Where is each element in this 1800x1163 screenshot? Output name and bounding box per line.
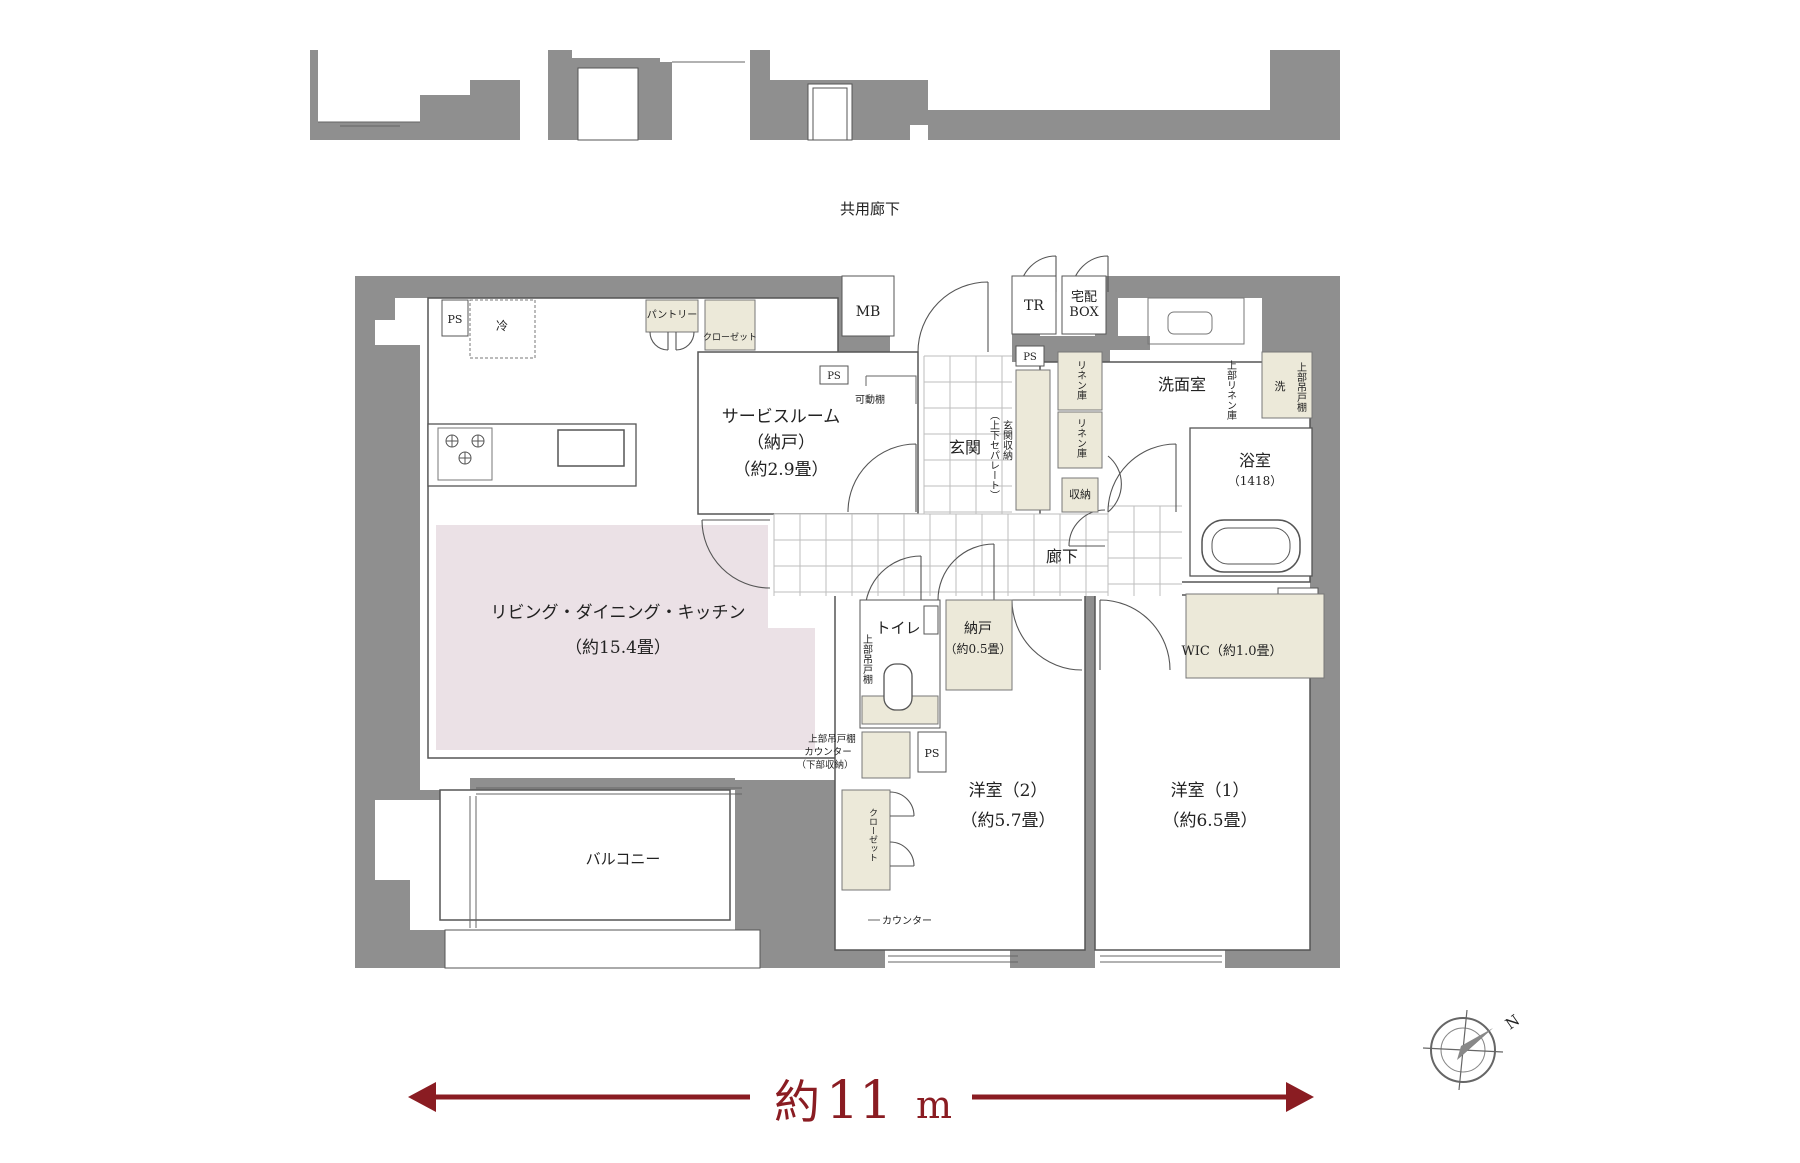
fridge-label: 冷	[496, 319, 508, 333]
delivery-box	[1061, 275, 1107, 335]
pantry-box	[645, 299, 699, 333]
linen-2	[1057, 411, 1103, 469]
linen-1	[1057, 351, 1103, 411]
corridor-label: 共用廊下	[840, 200, 900, 218]
vanity	[1147, 297, 1245, 345]
toilet-shelf-label: 上部吊戸棚	[861, 634, 873, 685]
bathtub-inner	[1211, 527, 1291, 565]
counter-storage	[861, 731, 911, 779]
closet-label-bedroom2: クローゼット	[867, 808, 878, 862]
upper-linen-label: 上部リネン庫	[1225, 360, 1237, 421]
movable-shelf-label: 可動棚	[855, 393, 885, 406]
delivery-label-2: BOX	[1069, 305, 1099, 320]
ps-label-service: PS	[827, 371, 841, 382]
washer-space	[1261, 351, 1313, 419]
tr-label: TR	[1024, 298, 1044, 314]
bedroom2-name: 洋室（2）	[969, 781, 1048, 801]
small-storage-name: 納戸	[964, 621, 992, 637]
storage-label: 収納	[1069, 488, 1091, 501]
ps-label-kitchen: PS	[448, 313, 463, 326]
separate-label: （上下セパレート）	[988, 410, 1000, 500]
bedroom1-size: （約6.5畳）	[1162, 811, 1257, 831]
stove-icon	[445, 434, 485, 465]
dimension-value: 11	[826, 1071, 892, 1131]
hallway-label: 廊下	[1046, 547, 1078, 566]
bedroom2-size: （約5.7畳）	[960, 811, 1055, 831]
small-storage	[945, 599, 1013, 691]
compass-north-label: N	[1502, 1011, 1523, 1033]
dimension-prefix: 約	[774, 1075, 820, 1129]
toilet-icon	[883, 663, 913, 711]
entrance-storage	[1015, 369, 1051, 511]
ldk-size: （約15.4畳）	[565, 638, 671, 658]
service-room-name: サービスルーム	[722, 407, 841, 427]
small-storage-size: （約0.5畳）	[944, 641, 1011, 656]
ps-label-entry: PS	[1023, 352, 1037, 363]
ps-box-counter	[917, 731, 947, 773]
pantry-label: パントリー	[647, 309, 698, 321]
toilet-sink	[923, 605, 939, 635]
bathroom-name: 浴室	[1239, 451, 1271, 470]
delivery-label-1: 宅配	[1071, 290, 1097, 305]
ldk-name: リビング・ダイニング・キッチン	[491, 603, 746, 623]
toilet-label: トイレ	[875, 619, 920, 637]
service-room-size: （約2.9畳）	[733, 460, 828, 480]
counter-label-1: 上部吊戸棚	[808, 733, 856, 745]
hallway-tiles	[773, 355, 1182, 596]
window-sashes	[469, 787, 1222, 963]
ldk-highlight	[436, 525, 815, 750]
upper-building-outline	[310, 50, 1340, 141]
door-swings	[701, 255, 1177, 671]
kitchen-counter	[427, 423, 637, 487]
entrance-label: 玄関	[949, 438, 981, 457]
mb-label: MB	[856, 304, 881, 320]
counter-bottom-label: カウンター	[882, 915, 932, 927]
linen-1-label: リネン庫	[1075, 360, 1087, 401]
bathtub-icon	[1201, 519, 1301, 573]
fridge-space	[469, 299, 536, 359]
bedroom1-name: 洋室（1）	[1171, 781, 1250, 801]
counter-label-3: （下部収納）	[796, 759, 853, 771]
closet-box-service	[704, 299, 756, 351]
wash-label: 洗	[1275, 380, 1286, 393]
dimension-unit: m	[916, 1083, 952, 1127]
ps-box-entry	[1015, 345, 1045, 367]
entrance-storage-label: 玄関収納	[1001, 419, 1013, 461]
ps-box-kitchen	[441, 299, 469, 337]
sink-icon	[1167, 311, 1213, 335]
mb-box	[841, 275, 895, 337]
balcony-label: バルコニー	[586, 850, 661, 868]
linen-2-label: リネン庫	[1075, 418, 1087, 459]
closet-box-bedroom2	[841, 789, 891, 891]
service-room-sub: （納戸）	[747, 433, 815, 453]
storage-box	[1061, 477, 1099, 513]
tr-box	[1011, 275, 1057, 335]
ps-label-counter: PS	[925, 747, 940, 760]
wic-box	[1185, 593, 1325, 679]
closet-label-service: クローゼット	[703, 331, 757, 343]
counter-label-2: カウンター	[804, 747, 852, 758]
upper-shelf-label: 上部吊戸棚	[1295, 362, 1307, 413]
washroom-label: 洗面室	[1158, 375, 1206, 394]
ps-box-service	[819, 365, 849, 385]
dimension-arrow	[408, 1082, 1314, 1112]
bathroom-size: （1418）	[1228, 474, 1283, 488]
compass-icon	[1422, 1009, 1504, 1091]
wic-label: WIC（約1.0畳）	[1181, 644, 1282, 659]
